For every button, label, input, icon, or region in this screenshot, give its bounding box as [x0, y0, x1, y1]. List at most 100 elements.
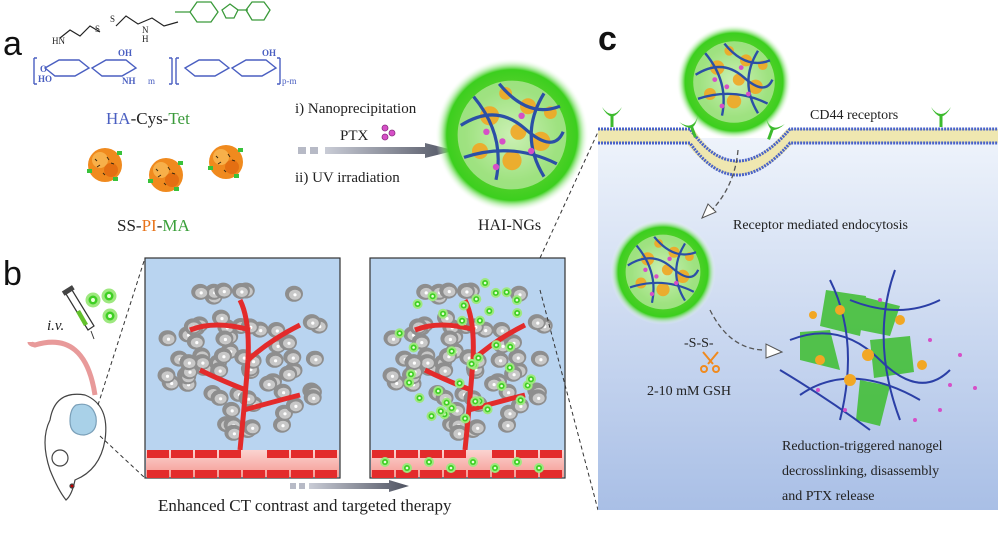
gsh-label: 2-10 mM GSH	[647, 384, 731, 399]
step1-text: i) Nanoprecipitation	[295, 101, 417, 117]
endothelial-cell	[516, 450, 538, 458]
ha-text: HA	[106, 109, 131, 128]
endothelial-cell	[147, 450, 169, 458]
n-label: N	[142, 25, 149, 35]
nanogel-particle	[433, 386, 444, 396]
release-line-2: decrosslinking, disassembly	[782, 464, 939, 479]
tumor-cell	[214, 282, 233, 299]
nanogel-particle	[515, 395, 526, 406]
zoom-guide-lines-c	[539, 131, 599, 511]
tumor-cell	[210, 389, 229, 406]
nanogel-particle	[504, 362, 515, 373]
product-name: HAI-NGs	[478, 217, 541, 234]
dash-text: -	[157, 216, 163, 235]
cys-text: -Cys-	[131, 109, 169, 128]
nanogel-particle	[474, 315, 485, 326]
cd44-label: CD44 receptors	[810, 108, 898, 123]
scissors-icon	[700, 351, 720, 373]
reduction-arrowhead-icon	[765, 343, 784, 359]
s-label-1: S	[95, 24, 100, 34]
endothelial-cell	[492, 470, 514, 478]
nanogel-particle	[454, 378, 465, 389]
tumor-cell	[179, 354, 198, 371]
endothelial-cell	[396, 450, 418, 458]
iv-label: i.v.	[47, 318, 64, 334]
endocytosis-arrow	[711, 149, 739, 211]
endothelial-cell	[444, 450, 466, 458]
tumor-cell	[222, 401, 241, 418]
oh-label: OH	[118, 48, 132, 58]
s-label-2: S	[110, 14, 115, 24]
pm-label: p-m	[282, 76, 297, 86]
tumor-cell	[242, 419, 261, 436]
endothelial-cell	[171, 450, 193, 458]
tumor-cell	[283, 349, 302, 366]
nanogel-particle	[484, 306, 495, 316]
endothelial-cell	[267, 450, 289, 458]
tumor-cell	[404, 354, 423, 371]
nanogel-particle	[414, 393, 425, 403]
nanogel-particle	[412, 299, 423, 309]
endothelial-cell	[372, 450, 394, 458]
endothelial-cell	[291, 470, 313, 478]
circulating-nanogel	[534, 463, 544, 473]
nanogel-particle	[446, 346, 457, 357]
ho-label: HO	[38, 74, 52, 84]
h-label: H	[142, 34, 149, 44]
nanogel-particle	[427, 291, 438, 302]
tumor-box-before	[144, 257, 341, 479]
nanogel-particle	[406, 369, 416, 380]
tumor-cell	[265, 351, 284, 368]
nanogel-particle	[394, 328, 405, 339]
internalized-nanogel-icon	[609, 218, 717, 326]
tumor-cell	[157, 367, 176, 384]
polymer-name: HA-Cys-Tet	[106, 109, 190, 128]
endothelial-cell	[540, 470, 562, 478]
release-line-1: Reduction-triggered nanogel	[782, 439, 943, 454]
crosslinker-name: SS-PI-MA	[117, 216, 190, 235]
endocytosis-label: Receptor mediated endocytosis	[733, 218, 908, 233]
endothelial-cell	[396, 470, 418, 478]
nanogel-particle	[526, 374, 536, 385]
release-line-3: and PTX release	[782, 489, 875, 504]
circulating-nanogel	[380, 457, 390, 467]
nanogel-particle	[441, 397, 452, 408]
endocytosis-arrowhead-icon	[701, 203, 717, 219]
reduction-arrow	[709, 309, 766, 351]
nanogel-particle	[470, 396, 481, 407]
endothelial-cell	[243, 470, 265, 478]
nanogel-particle	[457, 315, 468, 326]
tumor-cell	[279, 365, 298, 382]
tumor-cell	[305, 350, 324, 367]
endothelial-cell	[444, 470, 466, 478]
nanogel-particle	[404, 377, 415, 388]
endothelial-cell	[420, 470, 442, 478]
circulating-nanogel	[424, 457, 434, 467]
oh-label-2: OH	[262, 48, 276, 58]
tumor-cell	[186, 333, 205, 350]
nanogel-particle	[408, 342, 419, 353]
disulfide-label: -S-S-	[684, 336, 714, 351]
tumor-cell	[440, 330, 459, 347]
tumor-cell	[191, 283, 210, 300]
ptx-text: PTX	[340, 128, 369, 144]
endothelial-cell	[195, 470, 217, 478]
nanogel-particle	[471, 294, 482, 305]
circulating-nanogel	[468, 457, 478, 467]
tumor-cell	[382, 367, 401, 384]
tumor-cell	[528, 389, 547, 406]
endothelial-cell	[540, 450, 562, 458]
ss-text: SS-	[117, 216, 142, 235]
endothelial-cell	[291, 450, 313, 458]
mouse-icon	[27, 339, 107, 501]
endothelial-cell	[195, 450, 217, 458]
endothelial-cell	[492, 450, 514, 458]
ptx-icon	[381, 124, 396, 141]
nanogel-particle	[505, 341, 516, 352]
endothelial-cell	[420, 450, 442, 458]
tumor-cell	[302, 314, 321, 331]
nanogel-particle	[496, 381, 507, 391]
nh-label: NH	[122, 76, 136, 86]
